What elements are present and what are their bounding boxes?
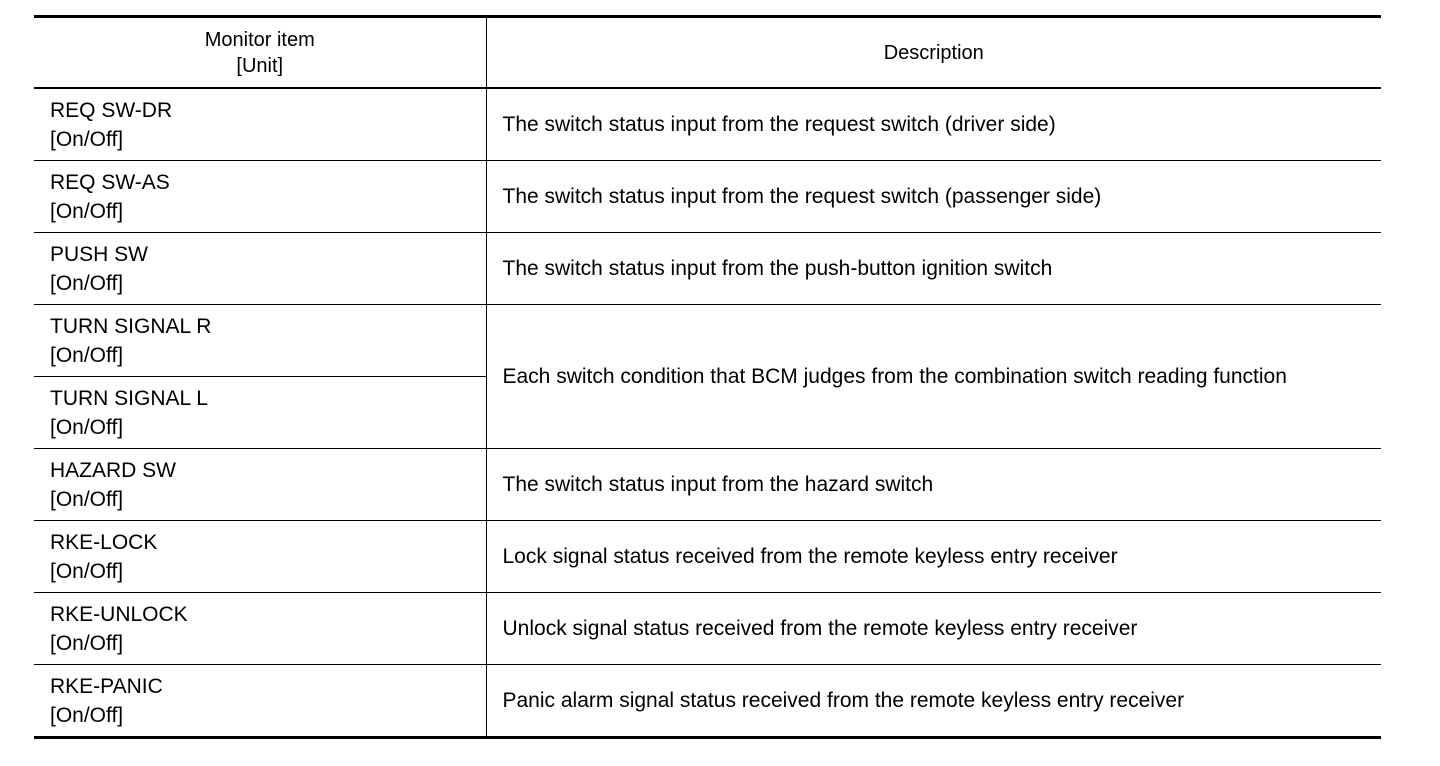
monitor-item-cell: REQ SW-AS [On/Off] — [34, 160, 487, 233]
description-cell-merged: Each switch condition that BCM judges fr… — [486, 304, 1381, 449]
monitor-item-table: Monitor item [Unit] Description REQ SW-D… — [34, 15, 1381, 739]
description-cell: Lock signal status received from the rem… — [486, 520, 1381, 593]
table-row: RKE-PANIC [On/Off] Panic alarm signal st… — [34, 664, 1381, 738]
table-row: TURN SIGNAL L [On/Off] — [34, 376, 1381, 449]
table-row: TURN SIGNAL R [On/Off] Each switch condi… — [34, 304, 1381, 449]
description-cell: The switch status input from the request… — [486, 160, 1381, 233]
table-body: REQ SW-DR [On/Off] The switch status inp… — [34, 88, 1381, 738]
monitor-item-cell: HAZARD SW [On/Off] — [34, 448, 487, 521]
table-row: REQ SW-AS [On/Off] The switch status inp… — [34, 160, 1381, 233]
monitor-item-unit: [On/Off] — [50, 631, 124, 655]
monitor-item-name: REQ SW-DR — [50, 98, 173, 122]
monitor-item-cell: TURN SIGNAL L [On/Off] — [34, 376, 487, 449]
monitor-item-name: RKE-LOCK — [50, 530, 158, 554]
monitor-item-name: REQ SW-AS — [50, 170, 170, 194]
monitor-item-unit: [On/Off] — [50, 703, 124, 727]
monitor-item-unit: [On/Off] — [50, 415, 124, 439]
table-row: HAZARD SW [On/Off] The switch status inp… — [34, 448, 1381, 521]
monitor-item-name: TURN SIGNAL L — [50, 386, 208, 410]
table-header: Monitor item [Unit] Description — [34, 16, 1381, 89]
monitor-item-name: PUSH SW — [50, 242, 149, 266]
monitor-item-name: RKE-UNLOCK — [50, 602, 188, 626]
monitor-item-name: HAZARD SW — [50, 458, 176, 482]
header-row: Monitor item [Unit] Description — [34, 16, 1381, 89]
table-row: PUSH SW [On/Off] The switch status input… — [34, 232, 1381, 305]
description-cell: The switch status input from the hazard … — [486, 448, 1381, 521]
unit-header-label: [Unit] — [236, 54, 284, 77]
table-row: REQ SW-DR [On/Off] The switch status inp… — [34, 88, 1381, 161]
monitor-item-unit: [On/Off] — [50, 127, 124, 151]
description-cell: Panic alarm signal status received from … — [486, 664, 1381, 738]
description-cell: Unlock signal status received from the r… — [486, 592, 1381, 665]
monitor-item-cell: TURN SIGNAL R [On/Off] — [34, 304, 487, 377]
description-header: Description — [486, 16, 1381, 89]
monitor-item-unit: [On/Off] — [50, 343, 124, 367]
monitor-item-unit: [On/Off] — [50, 271, 124, 295]
table-row: RKE-UNLOCK [On/Off] Unlock signal status… — [34, 592, 1381, 665]
monitor-item-cell: RKE-LOCK [On/Off] — [34, 520, 487, 593]
description-cell: The switch status input from the request… — [502, 113, 1056, 136]
monitor-item-cell: PUSH SW [On/Off] — [34, 232, 487, 305]
monitor-item-cell: REQ SW-DR [On/Off] — [34, 88, 487, 161]
description-cell: The switch status input from the push-bu… — [486, 232, 1381, 305]
table-row: RKE-LOCK [On/Off] Lock signal status rec… — [34, 520, 1381, 593]
monitor-item-header-label: Monitor item — [204, 28, 315, 51]
monitor-item-unit: [On/Off] — [50, 199, 124, 223]
monitor-item-name: RKE-PANIC — [50, 674, 163, 698]
monitor-item-unit: [On/Off] — [50, 559, 124, 583]
monitor-item-cell: RKE-PANIC [On/Off] — [34, 664, 487, 738]
monitor-item-cell: RKE-UNLOCK [On/Off] — [34, 592, 487, 665]
monitor-item-name: TURN SIGNAL R — [50, 314, 212, 338]
monitor-item-header: Monitor item [Unit] — [34, 16, 487, 89]
monitor-item-unit: [On/Off] — [50, 487, 124, 511]
